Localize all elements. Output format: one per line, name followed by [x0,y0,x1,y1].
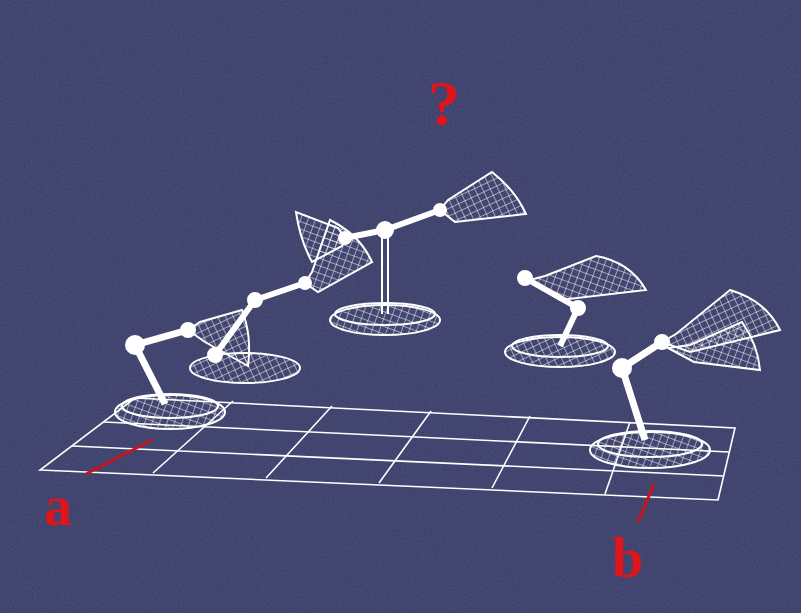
annotation-letter: b [612,530,643,586]
lamp-wireframes [115,172,780,468]
position-marker [86,440,654,522]
annotation-letter: a [44,478,72,534]
annotation-letter: ? [428,72,460,136]
